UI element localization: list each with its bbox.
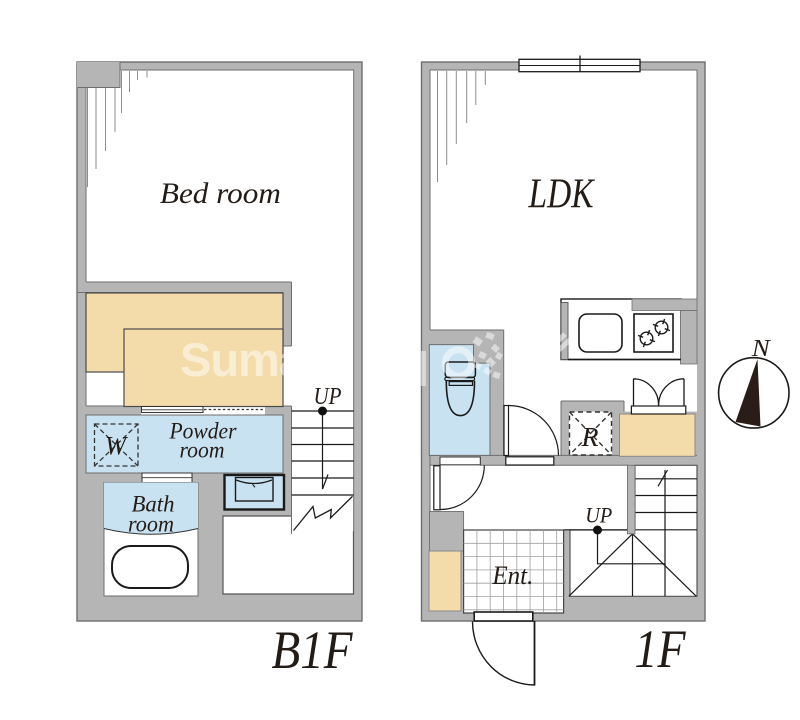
svg-text:B1F: B1F <box>272 620 354 680</box>
svg-text:LDK: LDK <box>528 172 595 218</box>
svg-text:Powder: Powder <box>169 419 238 444</box>
svg-text:UP: UP <box>314 384 342 410</box>
svg-text:Bed room: Bed room <box>160 177 281 210</box>
svg-text:Sumaino: Sumaino <box>180 333 371 386</box>
svg-text:room: room <box>180 438 225 463</box>
svg-text:R: R <box>580 422 599 452</box>
svg-text:W: W <box>105 432 128 461</box>
svg-text:N: N <box>751 336 772 362</box>
svg-text:Ent.: Ent. <box>491 561 533 590</box>
svg-text:1F: 1F <box>635 619 687 679</box>
svg-text:UP: UP <box>585 503 612 528</box>
svg-text:room: room <box>128 512 174 538</box>
svg-text:Bath: Bath <box>132 492 175 518</box>
